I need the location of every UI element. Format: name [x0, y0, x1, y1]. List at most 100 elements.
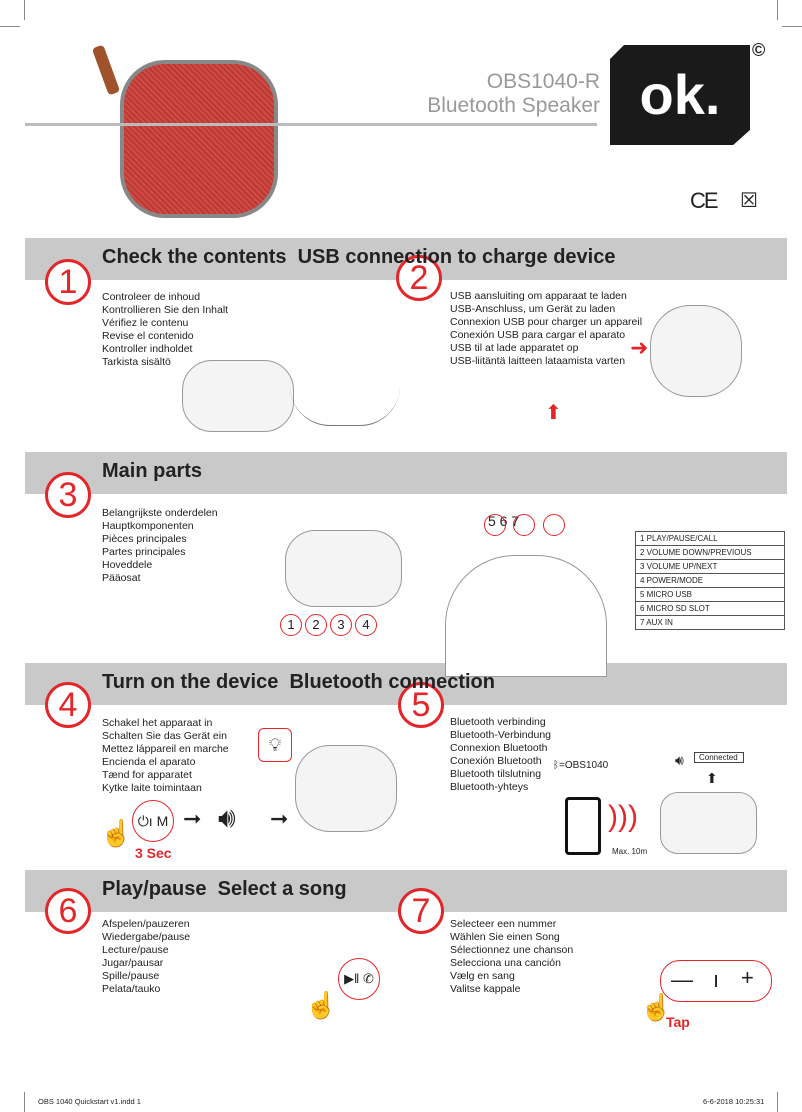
callout-ring: [543, 514, 565, 536]
text-line: Revise el contenido: [102, 330, 194, 342]
tap-label: Tap: [666, 1014, 690, 1030]
power-button-illustration: ⏻ı M: [132, 800, 174, 842]
callout-1: 1: [280, 614, 302, 636]
range-label: Max. 10m: [612, 847, 648, 856]
text-line: Valitse kappale: [450, 983, 521, 995]
arrow-right-icon: ➞: [270, 806, 289, 831]
footer-filename: OBS 1040 Quickstart v1.indd 1: [38, 1097, 141, 1106]
step-number: 2: [396, 255, 442, 301]
parts-row: 4 POWER/MODE: [635, 573, 785, 588]
text-line: Conexión USB para cargar el aparato: [450, 329, 626, 341]
crop-mark: [24, 0, 25, 20]
parts-row: 3 VOLUME UP/NEXT: [635, 559, 785, 574]
step-number: 4: [45, 682, 91, 728]
model-number: OBS1040-R: [486, 70, 600, 93]
callout-3: 3: [330, 614, 352, 636]
step-number: 7: [398, 888, 444, 934]
arrow-up-icon: ⬆: [545, 402, 562, 424]
text-line: Kontrollieren Sie den Inhalt: [102, 304, 229, 316]
section-title: Bluetooth connection: [289, 671, 495, 693]
text-line: Tænd for apparatet: [102, 769, 192, 781]
text-line: Connexion USB pour charger un appareil: [450, 316, 643, 328]
text-line: USB-liitäntä laitteen lataamista varten: [450, 355, 626, 367]
light-bulb-icon: 💡︎: [258, 728, 292, 762]
section-title: Turn on the device: [102, 671, 279, 693]
arrow-right-icon: ➜: [630, 335, 649, 360]
text-line: Pelata/tauko: [102, 983, 161, 995]
hand-pointer-icon: ☝: [640, 992, 673, 1022]
text-line: Selecteer een nummer: [450, 918, 557, 930]
text-line: Belangrijkste onderdelen: [102, 507, 218, 519]
callout-4: 4: [355, 614, 377, 636]
bluetooth-icon: ᛒ: [553, 760, 559, 771]
speaker-illustration: [182, 360, 294, 432]
text-line: Hoveddele: [102, 559, 153, 571]
signal-waves-icon: ))): [608, 800, 638, 833]
volume-down-icon: —: [671, 967, 693, 992]
section-title: USB connection to charge device: [297, 246, 616, 268]
text-line: Controleer de inhoud: [102, 291, 201, 303]
text-line: Schalten Sie das Gerät ein: [102, 730, 227, 742]
parts-row: 2 VOLUME DOWN/PREVIOUS: [635, 545, 785, 560]
volume-up-icon: +: [741, 965, 754, 990]
separator: ı: [713, 967, 720, 992]
text-line: Partes principales: [102, 546, 186, 558]
text-line: Spille/pause: [102, 970, 160, 982]
text-line: Bluetooth tilslutning: [450, 768, 542, 780]
section-titles: Turn on the device Bluetooth connection: [102, 671, 495, 694]
section-title: Play/pause: [102, 878, 207, 900]
section-bar-4-5: Turn on the device Bluetooth connection: [25, 663, 787, 705]
crop-mark: [24, 1092, 25, 1112]
speaker-side-illustration: [445, 555, 607, 677]
text-line: Kontroller indholdet: [102, 343, 193, 355]
speaker-illustration: [295, 745, 397, 832]
crop-mark: [0, 26, 20, 27]
crop-mark: [777, 0, 778, 20]
speaker-sound-icon: 🔊︎: [218, 802, 236, 833]
phone-illustration: [565, 797, 601, 855]
text-line: Vælg en sang: [450, 970, 515, 982]
section-titles: Play/pause Select a song: [102, 878, 347, 901]
copyright-mark: ©: [752, 40, 766, 60]
parts-row: 6 MICRO SD SLOT: [635, 601, 785, 616]
text-line: Pääosat: [102, 572, 141, 584]
play-pause-call-button: ▶‖ ✆: [338, 958, 380, 1000]
text-line: Schakel het apparaat in: [102, 717, 213, 729]
arrow-right-icon: ➞: [183, 806, 202, 831]
crop-mark: [782, 26, 802, 27]
cable-illustration: [290, 385, 400, 426]
text-line: Selecciona una canción: [450, 957, 561, 969]
callout-2: 2: [305, 614, 327, 636]
text-line: Mettez láppareil en marche: [102, 743, 229, 755]
hand-pointer-icon: ☝: [100, 818, 133, 848]
speaker-usb-illustration: [650, 305, 742, 397]
section-title: Select a song: [217, 878, 347, 900]
speaker-strap: [91, 44, 121, 96]
callout-ring: [513, 514, 535, 536]
text-line: Bluetooth-Verbindung: [450, 729, 551, 741]
callout-ring: [484, 514, 506, 536]
crop-mark: [777, 1092, 778, 1112]
speaker-sound-icon: 🔊︎: [675, 752, 684, 768]
section-bar-3: Main parts: [25, 452, 787, 494]
text-line: Connexion Bluetooth: [450, 742, 548, 754]
text-line: Bluetooth-yhteys: [450, 781, 529, 793]
text-line: Wählen Sie einen Song: [450, 931, 560, 943]
text-line: Pièces principales: [102, 533, 187, 545]
text-line: Vérifiez le contenu: [102, 317, 189, 329]
ok-logo: ok.: [610, 45, 750, 145]
ce-mark: CE: [690, 188, 719, 213]
speaker-photo: [120, 60, 278, 218]
text-line: USB-Anschluss, um Gerät zu laden: [450, 303, 616, 315]
speaker-front-illustration: [285, 530, 402, 607]
device-name: =OBS1040: [559, 760, 609, 771]
step-number: 6: [45, 888, 91, 934]
section-title: Main parts: [102, 460, 203, 482]
